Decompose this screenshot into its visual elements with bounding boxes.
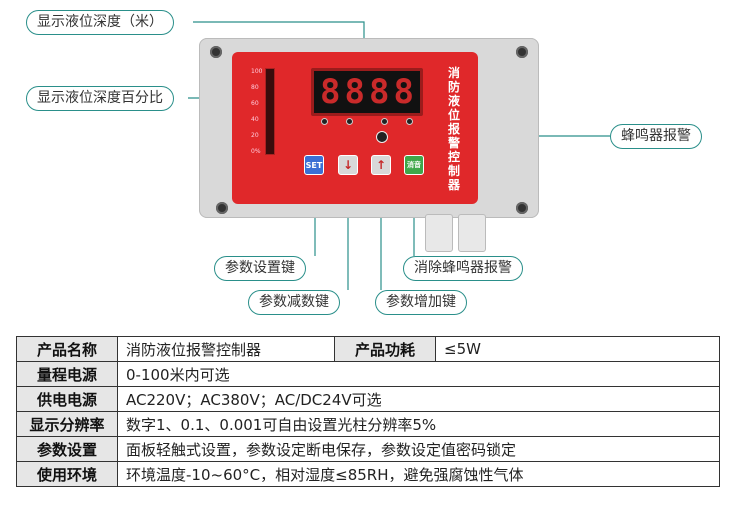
buzzer-icon	[376, 131, 388, 143]
screw-icon	[516, 46, 528, 58]
screw-icon	[516, 202, 528, 214]
indicator-led	[381, 118, 388, 125]
spec-label: 使用环境	[16, 461, 118, 487]
callout-depth: 显示液位深度（米）	[26, 10, 174, 35]
set-button[interactable]: SET	[304, 155, 324, 175]
spec-table: 产品名称 消防液位报警控制器 产品功耗 ≤5W 量程电源 0-100米内可选 供…	[16, 336, 720, 487]
spec-value: 数字1、0.1、0.001可自由设置光柱分辨率5%	[117, 411, 720, 437]
callout-buzzer: 蜂鸣器报警	[610, 124, 702, 149]
spec-value: 0-100米内可选	[117, 361, 720, 387]
mute-button[interactable]: 消音	[404, 155, 424, 175]
spec-value: AC220V；AC380V；AC/DC24V可选	[117, 386, 720, 412]
display-digit: 8	[344, 72, 365, 112]
spec-label: 显示分辨率	[16, 411, 118, 437]
spec-value: 环境温度-10~60°C，相对湿度≤85RH，避免强腐蚀性气体	[117, 461, 720, 487]
screw-icon	[210, 46, 222, 58]
table-row: 量程电源 0-100米内可选	[16, 361, 720, 387]
spec-value: 消防液位报警控制器	[117, 336, 335, 362]
callout-percent: 显示液位深度百分比	[26, 86, 174, 111]
table-row: 供电电源 AC220V；AC380V；AC/DC24V可选	[16, 386, 720, 412]
callout-inc-key: 参数增加键	[375, 290, 467, 315]
display-digit: 8	[393, 72, 414, 112]
spec-value: 面板轻触式设置，参数设定断电保存，参数设定值密码锁定	[117, 436, 720, 462]
screw-icon	[216, 202, 228, 214]
spec-label: 供电电源	[16, 386, 118, 412]
decrease-button[interactable]: ↓	[338, 155, 358, 175]
led-display: 8 8 8 8	[311, 68, 423, 116]
increase-button[interactable]: ↑	[371, 155, 391, 175]
spec-label: 产品名称	[16, 336, 118, 362]
indicator-led	[321, 118, 328, 125]
indicator-led	[346, 118, 353, 125]
spec-value: ≤5W	[435, 336, 720, 362]
level-bargraph	[265, 68, 275, 155]
display-digit: 8	[369, 72, 390, 112]
cable-gland	[425, 214, 453, 252]
table-row: 产品名称 消防液位报警控制器 产品功耗 ≤5W	[16, 336, 720, 362]
table-row: 参数设置 面板轻触式设置，参数设定断电保存，参数设定值密码锁定	[16, 436, 720, 462]
callout-set-key: 参数设置键	[214, 256, 306, 281]
display-digit: 8	[320, 72, 341, 112]
table-row: 显示分辨率 数字1、0.1、0.001可自由设置光柱分辨率5%	[16, 411, 720, 437]
spec-label: 产品功耗	[334, 336, 436, 362]
table-row: 使用环境 环境温度-10~60°C，相对湿度≤85RH，避免强腐蚀性气体	[16, 461, 720, 487]
spec-label: 量程电源	[16, 361, 118, 387]
cable-gland	[458, 214, 486, 252]
indicator-led	[406, 118, 413, 125]
callout-mute-key: 消除蜂鸣器报警	[403, 256, 523, 281]
spec-label: 参数设置	[16, 436, 118, 462]
callout-dec-key: 参数减数键	[248, 290, 340, 315]
device-title: 消防液位报警控制器	[448, 66, 461, 192]
